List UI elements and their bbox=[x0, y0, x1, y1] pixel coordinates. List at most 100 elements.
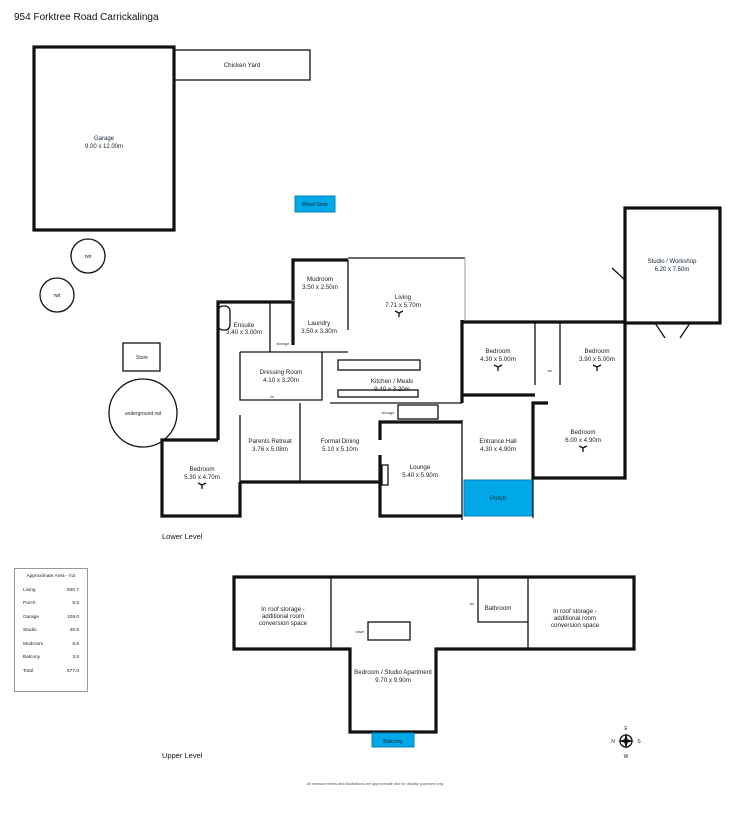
rwt-label-2: rwt bbox=[54, 293, 61, 299]
rwt-tank-1 bbox=[70, 238, 106, 274]
lin-label: lin bbox=[270, 395, 274, 399]
entrance-hall-label: Entrance Hall bbox=[479, 438, 516, 445]
wc-label-2: wc bbox=[470, 602, 475, 606]
lounge-size: 5.40 x 5.90m bbox=[402, 472, 438, 479]
ensuite-size: 3.40 x 3.00m bbox=[226, 329, 262, 336]
formal-dining-label: Formal Dining bbox=[321, 438, 360, 445]
porch-area bbox=[463, 479, 533, 517]
laundry-label: Laundry bbox=[308, 320, 331, 327]
roof-right-line1: In roof storage - bbox=[553, 608, 597, 615]
underground-rwt-tank bbox=[108, 378, 178, 448]
balcony-label: Balcony bbox=[383, 739, 403, 745]
lounge-label: Lounge bbox=[410, 464, 431, 471]
lounge-top-wall bbox=[378, 420, 462, 440]
garage-size: 9.00 x 12.00m bbox=[85, 144, 123, 150]
lounge-fireplace bbox=[381, 464, 389, 486]
bedroom-a-label: Bedroom bbox=[485, 348, 510, 355]
entrance-hall-size: 4.30 x 4.90m bbox=[480, 446, 516, 453]
bedroom-b-label: Bedroom bbox=[584, 348, 609, 355]
compass: E W N S bbox=[611, 726, 641, 760]
ensuite-label: Ensuite bbox=[234, 322, 255, 329]
storage-label-2: storage bbox=[382, 411, 395, 415]
upper-level-outline bbox=[232, 575, 636, 734]
mudroom-size: 3.50 x 2.50m bbox=[302, 284, 338, 291]
chicken-yard-area bbox=[173, 49, 311, 81]
balcony-area bbox=[371, 732, 415, 748]
bedroom-main-size: 5.30 x 4.70m bbox=[184, 474, 220, 481]
kitchen-island bbox=[337, 359, 421, 371]
dressing-room-size: 4.10 x 3.20m bbox=[263, 377, 299, 384]
stairs-lower bbox=[397, 404, 439, 420]
lower-level-label: Lower Level bbox=[162, 532, 203, 541]
area-table-heading: Approximate Area - m2 bbox=[26, 574, 76, 579]
studio-size: 6.20 x 7.50m bbox=[655, 267, 690, 273]
living-size: 7.71 x 5.70m bbox=[385, 302, 421, 309]
roof-left-line1: In roof storage - bbox=[261, 606, 305, 613]
roof-right-line3: conversion space bbox=[551, 622, 600, 629]
west-wing-walls bbox=[216, 300, 295, 440]
wood-store-label: Wood Store bbox=[302, 202, 329, 208]
wood-store-area bbox=[294, 195, 336, 213]
bedroom-main-label: Bedroom bbox=[189, 466, 214, 473]
formal-dining-size: 5.10 x 5.10m bbox=[322, 446, 358, 453]
chicken-yard-label: Chicken Yard bbox=[224, 62, 261, 69]
parents-retreat-label: Parents Retreat bbox=[248, 438, 292, 445]
wc-label-1: wc bbox=[548, 369, 553, 373]
apartment-label: Bedroom / Studio Apartment bbox=[354, 669, 432, 676]
garage-area bbox=[32, 45, 176, 232]
studio-door bbox=[611, 267, 626, 281]
compass-e: E bbox=[624, 726, 628, 732]
garage-label: Garage bbox=[94, 136, 115, 142]
store-area bbox=[122, 342, 161, 372]
porch-label: Porch bbox=[490, 496, 506, 502]
compass-n: N bbox=[611, 739, 615, 745]
bedroom-a-size: 4.30 x 5.00m bbox=[480, 356, 516, 363]
store-label: Store bbox=[136, 355, 148, 361]
bedroom-wing-top-wall bbox=[462, 320, 627, 395]
roof-right-line2: additional room bbox=[554, 615, 596, 622]
storage-label-1: storage bbox=[277, 342, 290, 346]
main-bedroom-walls bbox=[160, 438, 242, 518]
down-label: down bbox=[355, 630, 364, 634]
ceiling-fans bbox=[197, 310, 602, 489]
bathroom-walls bbox=[477, 577, 528, 623]
dressing-room-label: Dressing Room bbox=[260, 369, 303, 376]
mudroom-label: Mudroom bbox=[307, 276, 333, 283]
dressing-room-walls bbox=[239, 352, 323, 401]
kitchen-label: Kitchen / Meals bbox=[371, 378, 413, 385]
page-title: 954 Forktree Road Carrickalinga bbox=[14, 12, 159, 23]
mudroom-walls bbox=[291, 258, 348, 300]
parents-retreat-size: 3.76 x 5.08m bbox=[252, 446, 288, 453]
studio-label: Studio / Workshop bbox=[648, 259, 698, 265]
bedroom-c-label: Bedroom bbox=[570, 429, 595, 436]
rwt-tank-2 bbox=[39, 277, 75, 313]
bedroom-c-size: 6.00 x 4.90m bbox=[565, 437, 601, 444]
living-label: Living bbox=[395, 294, 412, 301]
studio-door-3 bbox=[679, 322, 691, 339]
upper-level-label: Upper Level bbox=[162, 751, 203, 760]
lounge-bottom-wall bbox=[378, 455, 462, 518]
kitchen-size: 9.40 x 3.20m bbox=[374, 386, 410, 393]
bedroom-b-size: 3.90 x 5.00m bbox=[579, 356, 615, 363]
roof-left-line2: additional room bbox=[262, 613, 304, 620]
compass-w: W bbox=[624, 754, 629, 760]
roof-left-line3: conversion space bbox=[259, 620, 308, 627]
studio-door-2 bbox=[654, 322, 666, 339]
kitchen-bench bbox=[337, 389, 419, 398]
compass-s: S bbox=[637, 739, 641, 745]
stairs-upper bbox=[367, 621, 411, 641]
ensuite-bath bbox=[217, 305, 231, 331]
studio-area bbox=[623, 206, 722, 325]
rwt-label-1: rwt bbox=[85, 254, 92, 260]
apartment-size: 9.70 x 9.90m bbox=[375, 677, 411, 684]
disclaimer: All measurements and illustrations are a… bbox=[306, 782, 444, 786]
